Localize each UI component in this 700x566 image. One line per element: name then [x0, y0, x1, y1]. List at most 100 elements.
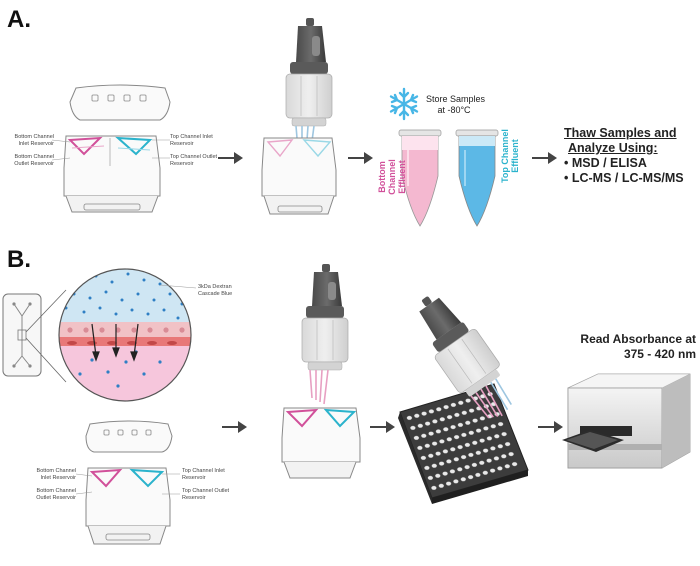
plate-well — [479, 416, 486, 421]
chip-b-top-outlet-label: Top Channel Outlet Reservoir — [182, 488, 230, 501]
plate-well — [453, 479, 459, 484]
plate-well — [471, 462, 478, 468]
store-samples-label: Store Samples at -80°C — [426, 94, 485, 116]
plate-well — [445, 481, 452, 486]
dextran-leader — [159, 284, 197, 289]
plate-well — [435, 451, 441, 456]
read-line-1: Read Absorbance at — [580, 332, 696, 346]
plate-well — [475, 428, 482, 433]
analysis-item-1: • MSD / ELISA — [564, 156, 647, 170]
plate-well — [457, 444, 463, 450]
plate-well — [482, 448, 489, 453]
plate-well — [414, 413, 420, 418]
plate-well — [442, 471, 448, 476]
plate-well — [504, 464, 511, 469]
plate-well — [460, 454, 467, 460]
plate-well — [464, 464, 470, 470]
plate-well — [439, 417, 446, 422]
plate-well — [424, 421, 431, 426]
plate-well — [501, 431, 507, 437]
zoom-circle-outline — [58, 268, 192, 402]
plate-well — [424, 465, 430, 471]
pipette-b — [301, 264, 349, 405]
plate-well — [427, 475, 434, 481]
plate-well — [453, 457, 460, 462]
plate-well — [486, 458, 492, 463]
tube-bottom-effluent — [398, 129, 442, 227]
plate-well — [511, 461, 518, 467]
analysis-item-2: • LC-MS / LC-MS/MS — [564, 171, 684, 185]
chip-a-carrier — [63, 135, 161, 213]
chip-b-top-inlet-label: Top Channel Inlet Reservoir — [182, 468, 225, 481]
plate-well — [431, 441, 438, 446]
plate-well — [489, 468, 496, 473]
plate-well — [438, 483, 445, 488]
plate-well — [417, 423, 424, 428]
analysis-block: Thaw Samples and Analyze Using: • MSD / … — [564, 126, 684, 186]
plate-well — [475, 472, 481, 478]
read-absorbance-label: Read Absorbance at 375 - 420 nm — [560, 332, 696, 362]
plate-well — [428, 431, 434, 436]
plate-well — [450, 402, 457, 408]
chip-a2-carrier — [261, 137, 337, 215]
plate-well — [497, 466, 503, 471]
chip-b2-carrier — [281, 407, 361, 479]
plate-well — [406, 415, 413, 421]
plate-well — [490, 446, 496, 451]
plate-well — [508, 451, 514, 457]
chip-a-bottom-inlet-label: Bottom Channel Inlet Reservoir — [14, 134, 54, 147]
plate-well — [410, 425, 416, 431]
chip-a-leaders — [51, 139, 170, 161]
plate-well — [504, 441, 511, 447]
plate-well — [454, 412, 460, 418]
plate-well — [424, 443, 431, 448]
plate-well — [497, 444, 504, 449]
plate-well — [486, 436, 493, 441]
plate-well — [461, 432, 467, 438]
plate-well — [483, 426, 489, 431]
arrow-b2 — [370, 421, 395, 433]
plate-reader — [562, 373, 691, 469]
chip-b-lid — [85, 420, 173, 453]
plate-well — [446, 459, 452, 464]
arrow-a1 — [218, 152, 243, 164]
plate-well — [443, 427, 449, 432]
plate-well — [468, 452, 474, 458]
plate-well — [421, 433, 427, 438]
plate-well — [436, 407, 442, 412]
panel-b-label: B. — [7, 246, 31, 273]
arrow-a3 — [532, 152, 557, 164]
zoom-line-1 — [25, 289, 67, 333]
chip-a-bottom-outlet-label: Bottom Channel Outlet Reservoir — [14, 154, 54, 167]
chip-b-bottom-inlet-label: Bottom Channel Inlet Reservoir — [36, 468, 76, 481]
chip-a-top-outlet-label: Top Channel Outlet Reservoir — [170, 154, 218, 167]
plate-well — [446, 414, 453, 420]
plate-well — [428, 453, 434, 458]
plate-well — [439, 439, 445, 444]
panel-a-label: A. — [7, 6, 31, 33]
chip-b-leaders — [75, 473, 180, 495]
arrow-b1 — [222, 421, 247, 433]
plate-well — [420, 455, 427, 461]
plate-well — [457, 422, 464, 428]
plate-well — [460, 477, 467, 482]
plate-well — [453, 434, 460, 440]
plate-well — [465, 398, 471, 403]
snowflake-icon — [389, 87, 419, 121]
plate-well — [497, 421, 504, 427]
dextran-label: 3kDa Dextran Cascade Blue — [198, 284, 233, 297]
plate-well — [413, 435, 420, 441]
arrow-a2 — [348, 152, 373, 164]
plate-well — [446, 437, 453, 442]
plate-well — [458, 400, 464, 405]
arrow-b3 — [538, 421, 563, 433]
plate-well — [457, 467, 463, 472]
chip-b-carrier — [85, 467, 171, 545]
plate-well — [482, 470, 489, 475]
plate-well — [438, 461, 445, 466]
pipette-c — [419, 296, 512, 419]
tube-top-effluent — [455, 129, 499, 227]
plate-well — [461, 410, 468, 415]
plate-well — [479, 438, 485, 443]
